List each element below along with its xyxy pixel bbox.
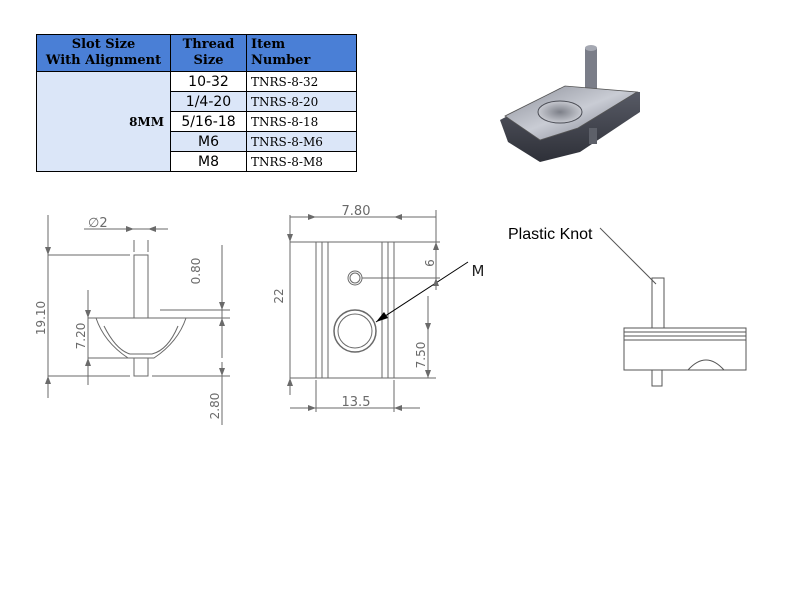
header-slot-line1: Slot Size (71, 37, 136, 52)
arrow (425, 370, 431, 378)
side-view-arrows (45, 226, 225, 384)
thread-cell: M8 (170, 151, 247, 172)
header-item-line2: Number (251, 53, 311, 68)
arrow (425, 323, 431, 331)
header-slot-size: Slot Size With Alignment (36, 34, 171, 72)
dim-width-top-label: 7.80 (342, 204, 371, 219)
side-view-chamfer (103, 325, 179, 355)
table-row: M8 TNRS-8-M8 (37, 151, 357, 172)
end-view-body (623, 327, 747, 371)
side-view (47, 215, 230, 425)
header-thread-line1: Thread (182, 37, 235, 52)
header-thread-line2: Size (193, 53, 224, 68)
slot-group-cell: 8MM (36, 71, 171, 172)
front-view-thread-hole (333, 309, 377, 353)
item-cell: TNRS-8-M8 (246, 151, 357, 172)
arrow (45, 376, 51, 384)
dim-hole-center-label: 7.50 (414, 342, 428, 369)
dim-hole-offset-label: 6 (423, 259, 437, 267)
arrow (219, 318, 225, 326)
front-view (289, 210, 469, 412)
end-view-thread-groove (687, 359, 725, 371)
arrow (85, 310, 91, 318)
front-view-pin-hole-inner (349, 272, 361, 284)
thread-label-m: M (472, 262, 485, 280)
nut-3d-hole (537, 100, 583, 124)
front-view-thread-hole-inner (337, 313, 373, 349)
arrow (45, 247, 51, 255)
dim-body-label: 7.20 (74, 323, 88, 350)
item-cell: TNRS-8-M6 (246, 131, 357, 152)
header-slot-line2: With Alignment (45, 53, 162, 68)
nut-3d-pin (585, 48, 597, 96)
thread-cell: 10-32 (170, 71, 247, 92)
dim-bottom-pin-label: 2.80 (208, 393, 222, 420)
spec-table: Slot Size With Alignment Thread Size Ite… (36, 34, 357, 172)
arrow (433, 242, 439, 250)
side-view-body (95, 317, 187, 359)
plastic-knot-leader (599, 227, 657, 285)
dim-diameter-label: ∅2 (88, 216, 108, 231)
header-item-number: Item Number (246, 34, 357, 72)
arrow (308, 214, 316, 220)
header-thread-size: Thread Size (170, 34, 247, 72)
header-item-line1: Item (251, 37, 286, 52)
arrow (287, 378, 293, 386)
arrow (376, 312, 388, 322)
plastic-knot-label: Plastic Knot (508, 226, 593, 243)
arrow (148, 226, 156, 232)
side-view-bottom-pin (133, 357, 149, 377)
end-view-bottom-pin (651, 369, 663, 387)
arrow (394, 405, 402, 411)
table-header-row: Slot Size With Alignment Thread Size Ite… (36, 34, 357, 72)
arrow (433, 278, 439, 286)
arrow (85, 358, 91, 366)
dim-top-pin-label: 0.80 (189, 258, 203, 285)
end-view-knot (651, 277, 665, 331)
table-row: M6 TNRS-8-M6 (37, 131, 357, 152)
nut-3d-render (500, 45, 640, 162)
arrow (126, 226, 134, 232)
end-view (599, 227, 747, 387)
thread-leader (375, 261, 469, 323)
arrow (219, 302, 225, 310)
table-row: 5/16-18 TNRS-8-18 (37, 111, 357, 132)
table-row: 1/4-20 TNRS-8-20 (37, 91, 357, 112)
nut-3d-bottom-pin (589, 128, 597, 144)
arrow (219, 368, 225, 376)
dim-total-height-label: 19.10 (34, 301, 48, 335)
dim-width-bottom-label: 13.5 (342, 395, 371, 410)
arrow (308, 405, 316, 411)
item-cell: TNRS-8-20 (246, 91, 357, 112)
arrow (287, 234, 293, 242)
front-view-arrows (287, 214, 439, 411)
side-view-top-pin (133, 254, 149, 319)
table-row: 8MM 10-32 TNRS-8-32 (36, 71, 357, 172)
nut-3d-pin-top (585, 45, 597, 51)
thread-cell: 1/4-20 (170, 91, 247, 112)
arrow (394, 214, 402, 220)
item-cell: TNRS-8-18 (246, 111, 357, 132)
dim-height-label: 22 (272, 288, 286, 303)
